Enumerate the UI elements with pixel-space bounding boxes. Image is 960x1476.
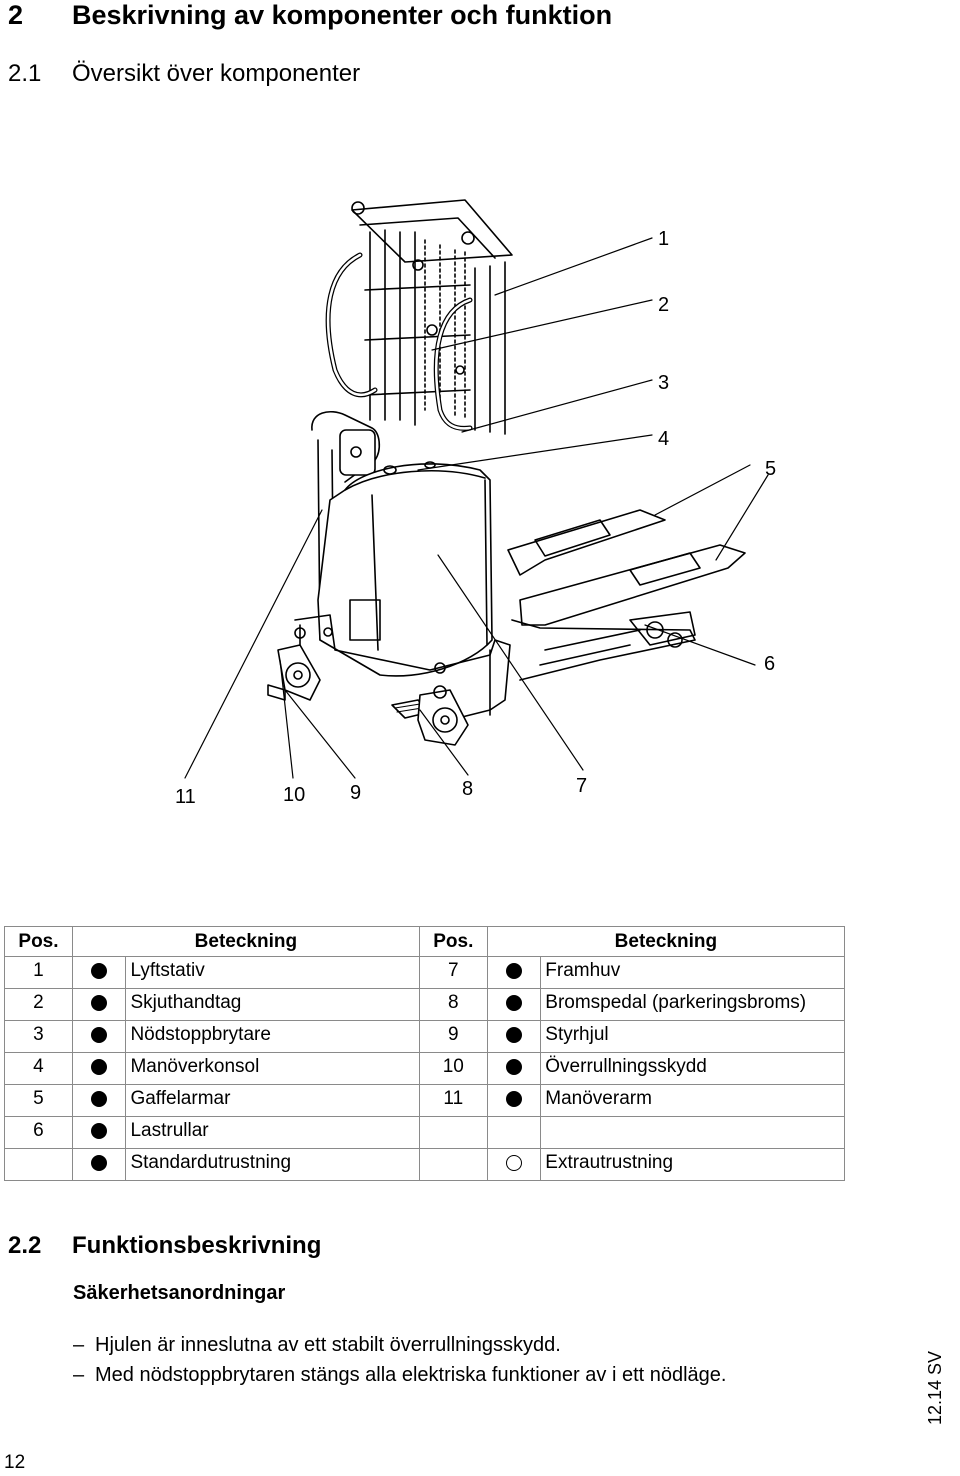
standard-dot-icon	[71, 1020, 127, 1053]
row-name: Överrullningsskydd	[540, 1052, 845, 1085]
callout-7: 7	[576, 775, 588, 797]
row-pos: 5	[4, 1084, 73, 1117]
callout-4: 4	[658, 428, 670, 450]
row-pos: 6	[4, 1116, 73, 1149]
standard-dot-icon	[486, 1020, 542, 1053]
row-pos: 10	[418, 1052, 488, 1085]
bullet-text: Med nödstoppbrytaren stängs alla elektri…	[95, 1364, 727, 1386]
legend-empty-cell	[4, 1148, 73, 1181]
row-name	[540, 1116, 845, 1149]
row-pos: 7	[418, 956, 488, 989]
table-row: 3 Nödstoppbrytare 9 Styrhjul	[4, 1020, 845, 1053]
callout-11: 11	[175, 786, 196, 808]
row-name: Lyftstativ	[125, 956, 420, 989]
list-item: –Med nödstoppbrytaren stängs alla elektr…	[73, 1364, 727, 1386]
row-name: Lastrullar	[125, 1116, 420, 1149]
standard-dot-icon	[486, 956, 542, 989]
callout-3: 3	[658, 372, 670, 394]
table-row: 4 Manöverkonsol 10 Överrullningsskydd	[4, 1052, 845, 1085]
callout-10: 10	[283, 784, 306, 806]
component-table: Pos. Beteckning Pos. Beteckning 1 Lyftst…	[4, 926, 846, 1181]
header-pos-2: Pos.	[418, 926, 488, 957]
chapter-title: Beskrivning av komponenter och funktion	[72, 0, 613, 30]
standard-equipment-dot-icon	[71, 1148, 127, 1181]
table-row: 1 Lyftstativ 7 Framhuv	[4, 956, 845, 989]
section-22-heading: 2.2 Funktionsbeskrivning	[8, 1232, 321, 1260]
stacker-illustration: 1 2 3 4 5 6 7 8 9 10 11	[0, 160, 960, 820]
empty-dot-cell	[486, 1116, 542, 1149]
row-pos: 11	[418, 1084, 488, 1117]
row-pos: 3	[4, 1020, 73, 1053]
section-heading: 2.1 Översikt över komponenter	[8, 60, 360, 88]
chapter-number: 2	[8, 0, 24, 30]
standard-dot-icon	[71, 1052, 127, 1085]
standard-dot-icon	[486, 1052, 542, 1085]
section-title: Översikt över komponenter	[72, 60, 361, 87]
section-number: 2.1	[8, 60, 42, 87]
extra-equipment-circle-icon	[486, 1148, 542, 1181]
callout-1: 1	[658, 228, 670, 250]
legend-extra: Extrautrustning	[540, 1148, 845, 1181]
safety-bullet-list: –Hjulen är inneslutna av ett stabilt öve…	[73, 1330, 726, 1390]
bullet-text: Hjulen är inneslutna av ett stabilt över…	[95, 1334, 561, 1356]
standard-dot-icon	[71, 988, 127, 1021]
callout-2: 2	[658, 294, 670, 316]
safety-heading: Säkerhetsanordningar	[73, 1282, 286, 1304]
standard-dot-icon	[486, 988, 542, 1021]
row-pos: 8	[418, 988, 488, 1021]
standard-dot-icon	[71, 956, 127, 989]
row-name: Nödstoppbrytare	[125, 1020, 420, 1053]
row-pos	[418, 1116, 488, 1149]
stacker-drawing	[184, 199, 769, 779]
row-name: Manöverkonsol	[125, 1052, 420, 1085]
page-number: 12	[4, 1452, 26, 1473]
legend-standard: Standardutrustning	[125, 1148, 420, 1181]
table-row: 5 Gaffelarmar 11 Manöverarm	[4, 1084, 845, 1117]
callout-6: 6	[764, 653, 776, 675]
row-name: Styrhjul	[540, 1020, 845, 1053]
header-name-1: Beteckning	[71, 926, 420, 957]
table-row: 2 Skjuthandtag 8 Bromspedal (parkeringsb…	[4, 988, 845, 1021]
version-label: 12.14 SV	[925, 1350, 945, 1425]
callout-9: 9	[350, 782, 362, 804]
table-row: 6 Lastrullar	[4, 1116, 845, 1149]
row-name: Skjuthandtag	[125, 988, 420, 1021]
table-header-row: Pos. Beteckning Pos. Beteckning	[4, 926, 846, 957]
callout-5: 5	[765, 458, 777, 480]
row-pos: 2	[4, 988, 73, 1021]
header-name-2: Beteckning	[486, 926, 846, 957]
legend-row: Standardutrustning Extrautrustning	[4, 1148, 845, 1181]
standard-dot-icon	[71, 1116, 127, 1149]
list-item: –Hjulen är inneslutna av ett stabilt öve…	[73, 1334, 561, 1356]
section-22-title: Funktionsbeskrivning	[72, 1232, 322, 1259]
chapter-heading: 2 Beskrivning av komponenter och funktion	[8, 0, 612, 31]
row-pos: 9	[418, 1020, 488, 1053]
standard-dot-icon	[486, 1084, 542, 1117]
section-22-number: 2.2	[8, 1232, 42, 1259]
header-pos-1: Pos.	[4, 926, 73, 957]
row-name: Bromspedal (parkeringsbroms)	[540, 988, 845, 1021]
row-pos: 1	[4, 956, 73, 989]
legend-empty-cell	[418, 1148, 488, 1181]
row-name: Manöverarm	[540, 1084, 845, 1117]
row-name: Framhuv	[540, 956, 845, 989]
standard-dot-icon	[71, 1084, 127, 1117]
row-name: Gaffelarmar	[125, 1084, 420, 1117]
callout-8: 8	[462, 778, 474, 800]
row-pos: 4	[4, 1052, 73, 1085]
